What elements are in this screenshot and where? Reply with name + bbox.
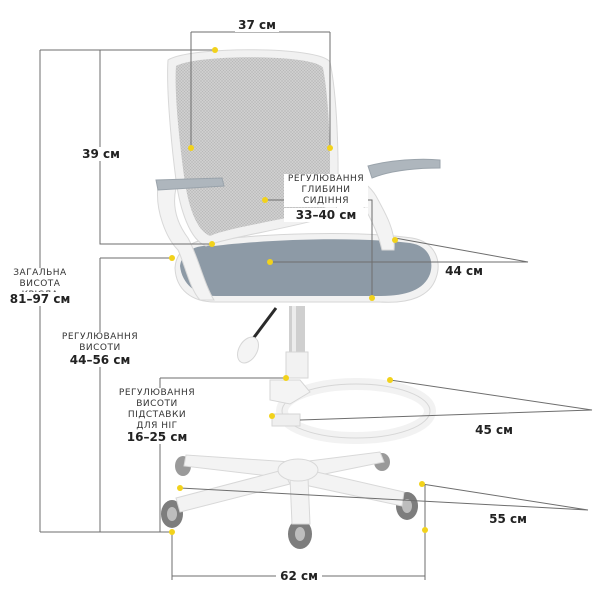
footrest-width-line [299,379,593,421]
footrest-caption: РЕГУЛЮВАННЯ ВИСОТИ ПІДСТАВКИ ДЛЯ НІГ [118,388,196,432]
seat-width-line [270,237,529,263]
seat-height-line [99,257,172,532]
seat-depth-caption: РЕГУЛЮВАННЯ ГЛИБИНИ СИДІННЯ [284,174,368,207]
total-height-value: 81–97 см [8,292,72,306]
base-depth-line [179,483,589,511]
gas-lift [285,306,309,379]
seat-depth-value: 33–40 см [284,208,368,222]
dimension-lines [39,31,593,580]
footrest-width-label: 45 см [472,423,516,437]
star-base [175,451,405,525]
base-width-label: 62 см [276,569,322,583]
seat-height-value: 44–56 см [60,353,140,367]
back-width-line [190,31,331,148]
back-height-line [99,50,212,245]
height-lever [237,307,278,364]
marker-dots [169,47,428,535]
back-height-label: 39 см [78,147,124,161]
seat-width-label: 44 см [442,264,486,278]
base-depth-label: 55 см [486,512,530,526]
footrest-value: 16–25 см [118,430,196,444]
back-width-label: 37 см [235,18,279,32]
chair-illustration [155,49,441,549]
left-armrest [155,177,225,301]
footrest [269,378,436,444]
